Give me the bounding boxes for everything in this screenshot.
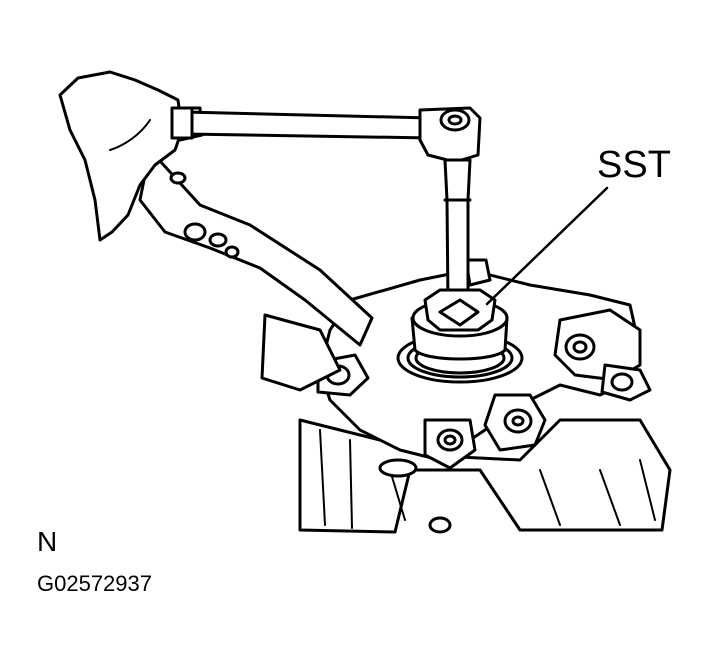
suspension-arm-icon [140, 150, 372, 390]
socket-extension-icon [445, 160, 470, 305]
sst-tool-icon [412, 290, 507, 359]
hub-bolts-icon [380, 460, 450, 532]
sst-leader-line [487, 188, 607, 304]
corner-letter: N [37, 526, 58, 557]
torque-wrench-icon [172, 108, 480, 162]
sst-callout-label: SST [597, 144, 671, 186]
figure-code: G02572937 [37, 571, 152, 596]
